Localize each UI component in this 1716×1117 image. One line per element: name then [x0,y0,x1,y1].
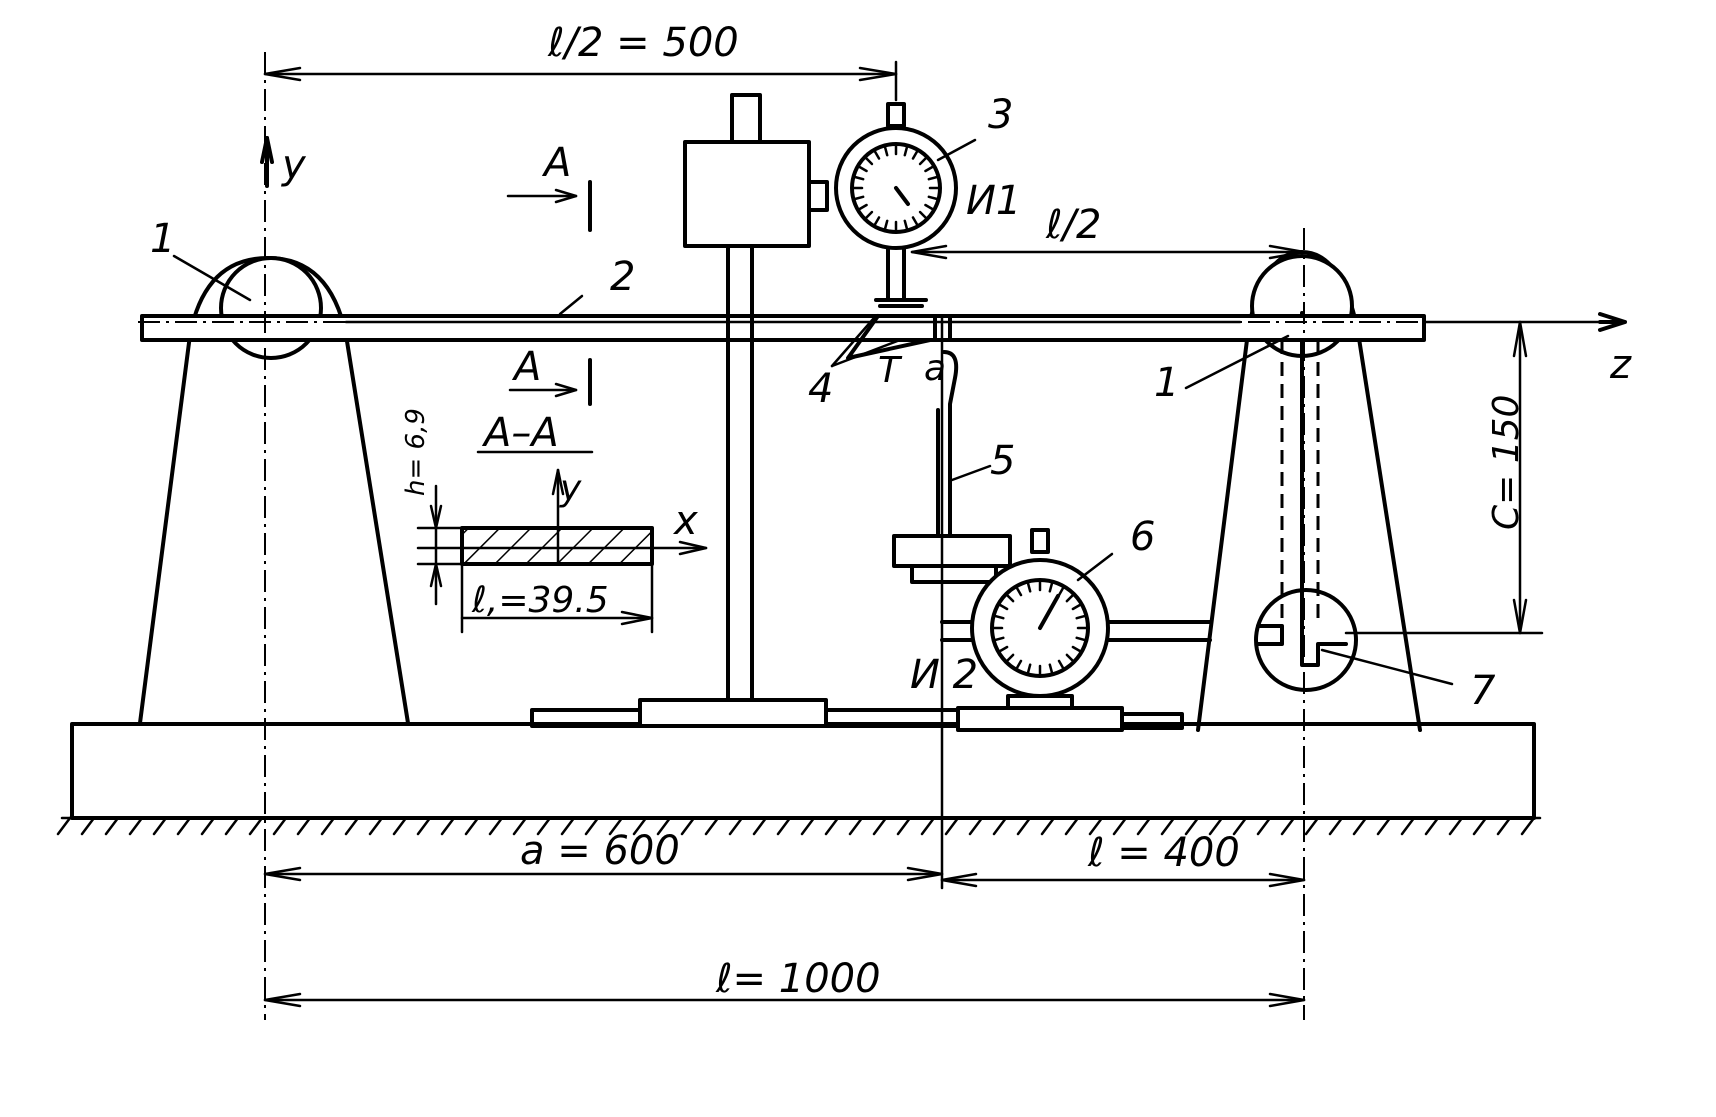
knife-mark-2: a [924,348,946,389]
knife-edge [846,314,952,360]
span-label: ℓ= 1000 [715,956,881,1002]
section-mark-bottom: A [511,344,541,390]
centerlines [138,52,1420,1020]
beam [140,312,1627,342]
part-4-label: 4 [808,366,833,412]
load-rod [892,350,1012,584]
base-plate [70,722,1536,820]
dim-a [263,866,944,882]
section-title: A–A [481,410,559,456]
x-axis-label: x [672,498,698,544]
c-label: C= 150 [1486,395,1527,530]
part-7-label: 7 [1470,668,1496,714]
stand [530,93,960,728]
dim-c [1344,320,1544,635]
part-2-label: 2 [610,254,635,300]
dial-indicator-bottom [940,528,1212,732]
ground-hatching [56,816,1542,836]
part-1-right-label: 1 [1154,360,1179,406]
h-label: h= 6,9 [401,408,431,496]
part-1-left-label: 1 [150,216,175,262]
dial-indicator-top [834,102,958,308]
section-mark-top: A [541,140,571,186]
dim-half-span-right [910,244,1306,260]
section-marks [476,180,594,454]
dim-b [940,872,1306,888]
section-profile [416,468,708,634]
indicator-i2-label: И 2 [910,652,978,698]
y-axis-arrow [260,136,274,188]
part-6-label: 6 [1130,514,1155,560]
b-label: ℓ = 400 [1087,830,1240,876]
y-section-axis-label: y [559,468,582,509]
y-axis-label: y [281,142,307,188]
part-3-label: 3 [988,92,1013,138]
indicator-i1-label: И1 [966,178,1021,224]
half-span-right-label: ℓ/2 [1045,202,1101,248]
leaders [172,138,1454,686]
half-span-top-label: ℓ/2 = 500 [547,20,739,66]
dim-span [263,992,1306,1008]
dim-half-span-top [263,60,898,102]
part-5-label: 5 [990,438,1015,484]
b1-label: ℓ,=39.5 [471,580,609,621]
knife-mark: Τ [878,350,903,391]
a-label: a = 600 [520,828,680,874]
z-axis-label: z [1609,342,1632,388]
